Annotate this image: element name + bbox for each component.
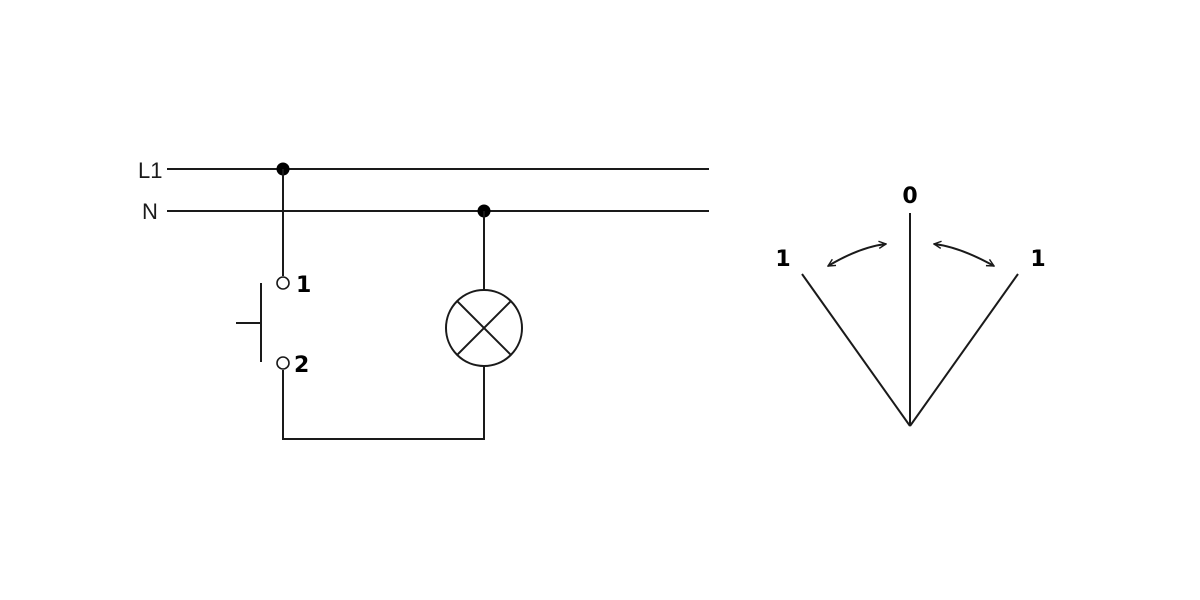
lamp-symbol <box>445 289 523 367</box>
switch-position-diagram: 0 1 1 <box>775 184 1046 427</box>
switch-terminal-1-label: 1 <box>296 273 311 298</box>
left-rotation-arrow <box>828 244 886 267</box>
return-wire <box>282 366 485 440</box>
switch-terminal-2-label: 2 <box>294 353 309 378</box>
position-line-left <box>801 273 911 427</box>
circuit-diagram: L1 N 1 2 <box>138 158 709 440</box>
switch-terminal-2 <box>276 356 290 370</box>
position-right-label: 1 <box>1030 247 1045 272</box>
push-button-switch: 1 2 <box>236 273 311 378</box>
line-l1-label: L1 <box>138 158 162 183</box>
right-rotation-arrow <box>934 244 994 267</box>
position-left-label: 1 <box>775 247 790 272</box>
switch-terminal-1 <box>276 276 290 290</box>
neutral-label: N <box>142 199 158 224</box>
position-line-right <box>909 273 1019 427</box>
position-center-label: 0 <box>902 184 917 209</box>
lamp-cross-line-b <box>456 300 512 356</box>
